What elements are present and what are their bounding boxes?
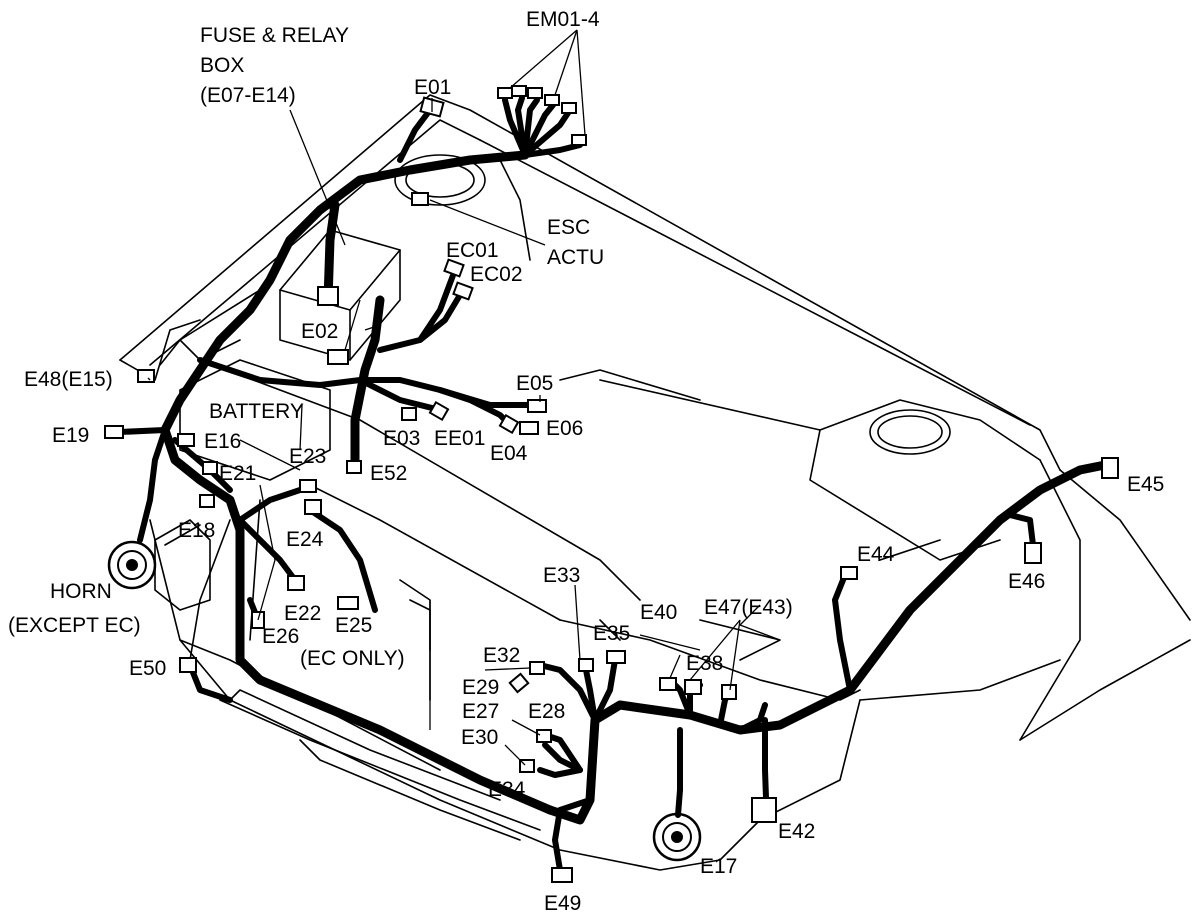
label-e18: E18 (178, 519, 215, 542)
label-e45: E45 (1127, 473, 1164, 496)
label-actu: ACTU (547, 246, 604, 269)
label-e48-e15: E48(E15) (24, 368, 113, 391)
label-e29: E29 (462, 676, 499, 699)
label-e21: E21 (219, 462, 256, 485)
label-e16: E16 (204, 430, 241, 453)
label-fuse-relay-box-1: FUSE & RELAY (200, 24, 349, 47)
label-fuse-relay-box-3: (E07-E14) (200, 84, 296, 107)
horn-right (652, 812, 702, 862)
label-e01: E01 (414, 76, 451, 99)
connectors (104, 85, 1119, 883)
label-e47-e43: E47(E43) (704, 596, 793, 619)
main-harness (117, 95, 1110, 873)
label-e05: E05 (516, 372, 553, 395)
leader-lines (147, 29, 781, 766)
label-e24: E24 (286, 528, 324, 551)
label-e52: E52 (370, 462, 407, 485)
label-e25: E25 (335, 614, 372, 637)
label-e46: E46 (1008, 570, 1045, 593)
label-e50: E50 (129, 657, 166, 680)
label-e32: E32 (483, 644, 520, 667)
label-e27: E27 (462, 700, 499, 723)
label-e49: E49 (544, 892, 581, 915)
label-ec02: EC02 (470, 263, 523, 286)
label-e35: E35 (593, 622, 630, 645)
label-e33: E33 (543, 564, 580, 587)
body-outline (119, 94, 1191, 871)
label-e44: E44 (857, 543, 895, 566)
horn-left (107, 540, 157, 590)
label-e28: E28 (528, 700, 565, 723)
label-e26: E26 (262, 625, 299, 648)
label-em01-4: EM01-4 (526, 8, 600, 31)
diagram-labels: FUSE & RELAY BOX (E07-E14) EM01-4 E01 ES… (8, 8, 1164, 915)
label-e42: E42 (778, 820, 815, 843)
label-e03: E03 (383, 427, 420, 450)
label-e22: E22 (284, 602, 321, 625)
label-ec01: EC01 (446, 239, 499, 262)
label-except-ec: (EXCEPT EC) (8, 614, 141, 637)
label-e38: E38 (686, 652, 723, 675)
label-e06: E06 (546, 417, 583, 440)
label-e30: E30 (461, 726, 498, 749)
label-e17: E17 (700, 855, 737, 878)
label-esc: ESC (547, 216, 590, 239)
label-ee01: EE01 (434, 427, 485, 450)
label-e02: E02 (301, 320, 338, 343)
label-e19: E19 (52, 424, 89, 447)
label-horn: HORN (50, 580, 112, 603)
label-fuse-relay-box-2: BOX (200, 54, 244, 77)
label-e40: E40 (640, 601, 677, 624)
label-e23: E23 (289, 445, 326, 468)
label-ec-only: (EC ONLY) (300, 647, 405, 670)
label-battery: BATTERY (209, 400, 304, 423)
label-e04: E04 (490, 442, 528, 465)
label-e34: E34 (488, 778, 526, 801)
